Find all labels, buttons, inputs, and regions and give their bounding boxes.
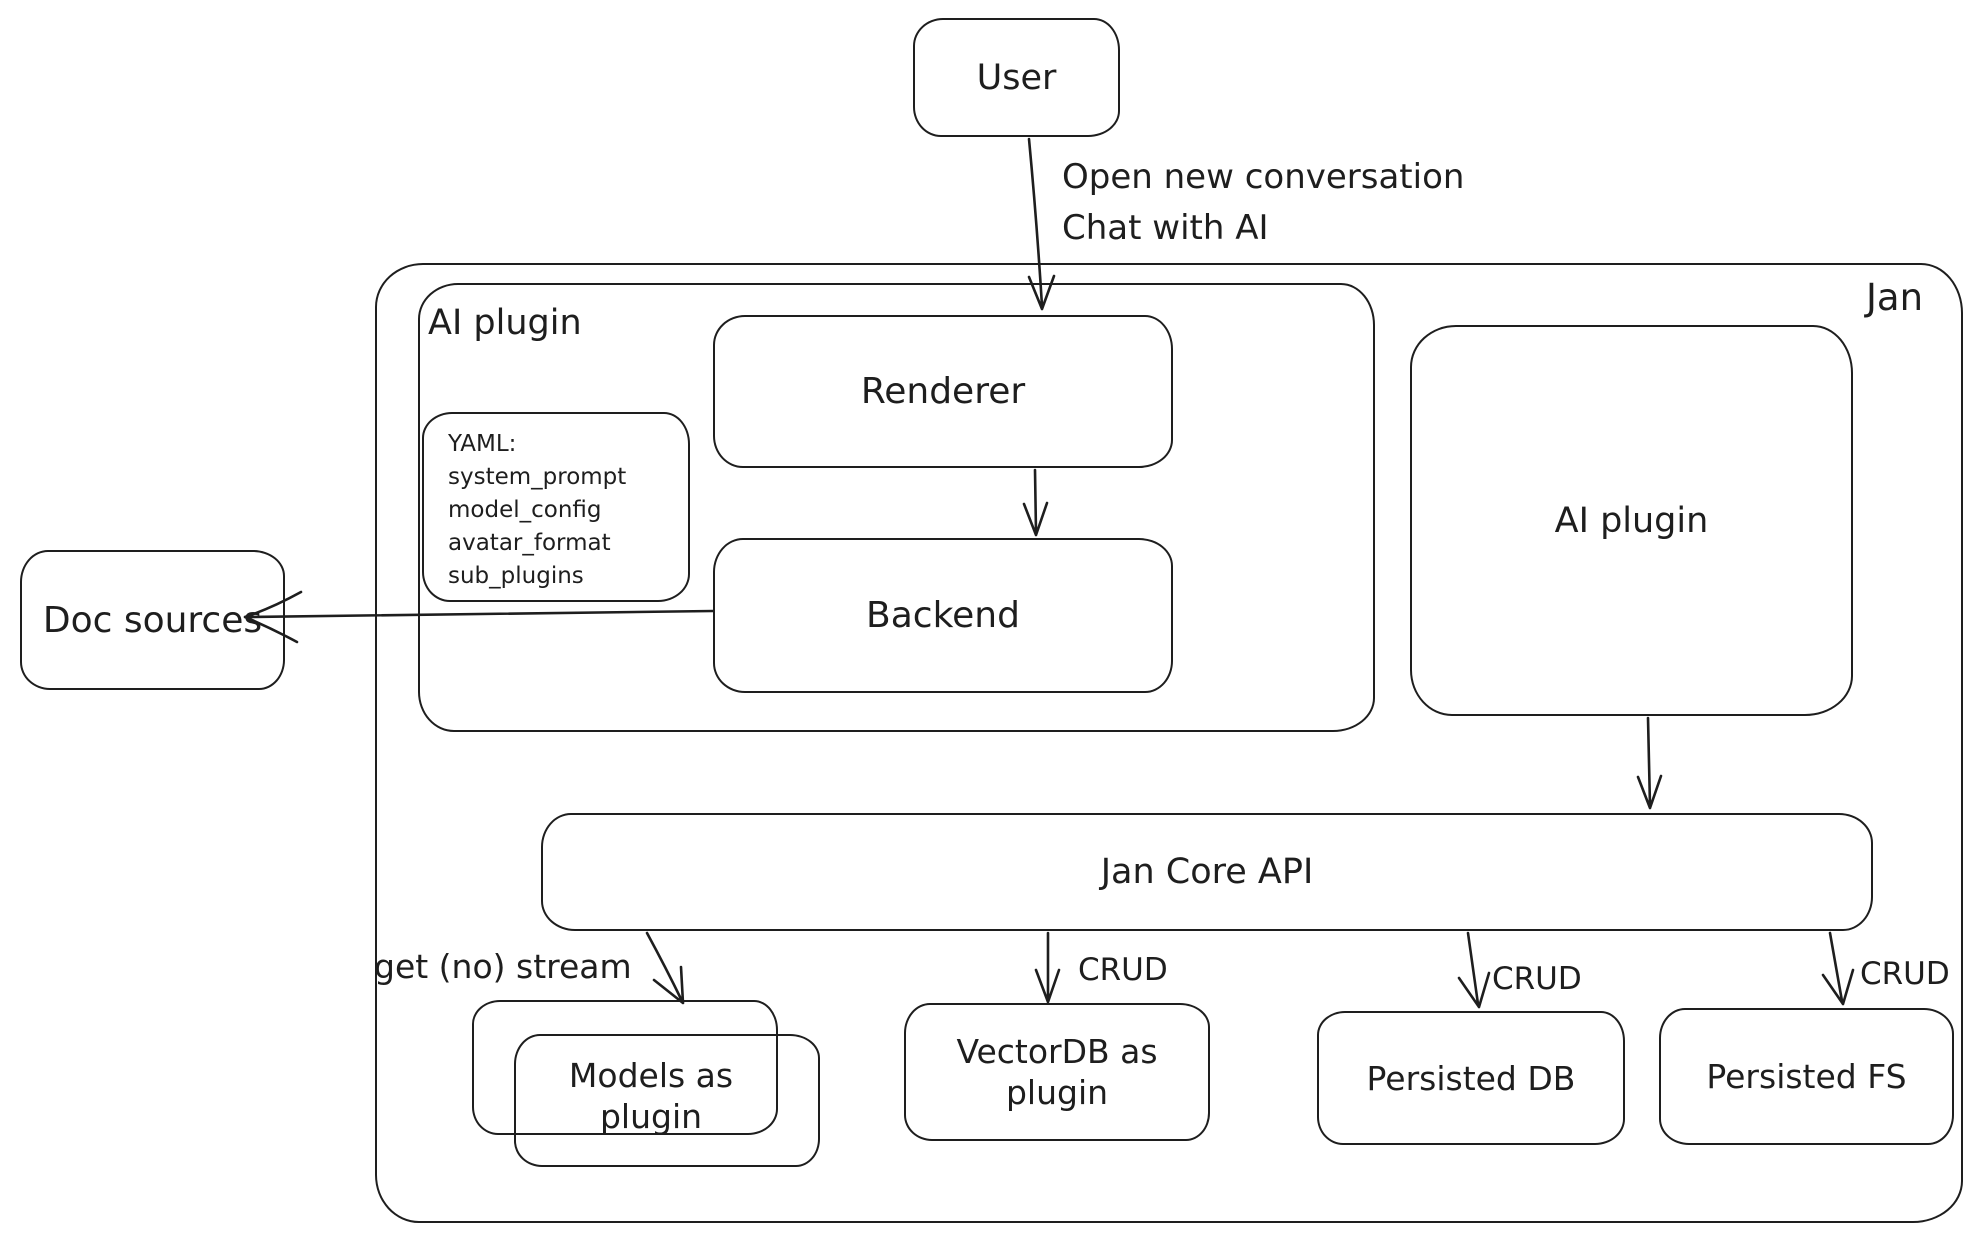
jan-container-label: Jan [1866,276,1924,319]
edge-label-get-no-stream: get (no) stream [374,947,632,986]
edge-label-chat-with-ai: Chat with AI [1062,208,1269,248]
edge-label-crud-persisted-fs: CRUD [1860,956,1950,992]
node-user: User [913,18,1120,137]
note-line: sub_plugins [448,563,584,589]
node-persisted-fs-label: Persisted FS [1706,1057,1907,1096]
edge-label-open-new-conversation: Open new conversation [1062,157,1465,197]
node-backend: Backend [713,538,1173,693]
edge-label-crud-persisted-db: CRUD [1492,961,1582,997]
node-ai-plugin-right-label: AI plugin [1554,500,1709,541]
node-doc-sources-label: Doc sources [42,599,263,641]
note-line: system_prompt [448,464,627,490]
note-line: avatar_format [448,530,611,556]
node-models-as-plugin: Models as plugin [472,1000,820,1167]
models-box-front [514,1034,820,1167]
ai-plugin-container-label: AI plugin [428,303,582,343]
node-models-as-plugin-label: Models as plugin [568,1055,734,1136]
node-persisted-db-label: Persisted DB [1366,1058,1576,1098]
container-jan [375,263,1963,1223]
node-persisted-fs: Persisted FS [1659,1008,1954,1145]
models-box-back [472,1000,778,1135]
node-user-label: User [976,57,1057,98]
node-renderer: Renderer [713,315,1173,468]
node-ai-plugin-right: AI plugin [1410,325,1853,716]
node-backend-label: Backend [866,595,1020,636]
node-renderer-label: Renderer [860,371,1026,412]
node-jan-core-api: Jan Core API [541,813,1873,931]
node-doc-sources: Doc sources [20,550,285,690]
note-line: YAML: [448,431,517,457]
edge-label-crud-vectordb: CRUD [1078,952,1168,988]
container-ai-plugin [418,283,1375,732]
note-line: model_config [448,497,602,523]
note-yaml-config: YAML: system_prompt model_config avatar_… [422,412,690,602]
node-vectordb-as-plugin-label: VectorDB as plugin [956,1031,1158,1112]
node-jan-core-api-label: Jan Core API [1100,852,1314,892]
node-vectordb-as-plugin: VectorDB as plugin [904,1003,1210,1141]
edge-label-user-flow: Open new conversation Chat with AI [1062,152,1464,254]
node-persisted-db: Persisted DB [1317,1011,1625,1145]
